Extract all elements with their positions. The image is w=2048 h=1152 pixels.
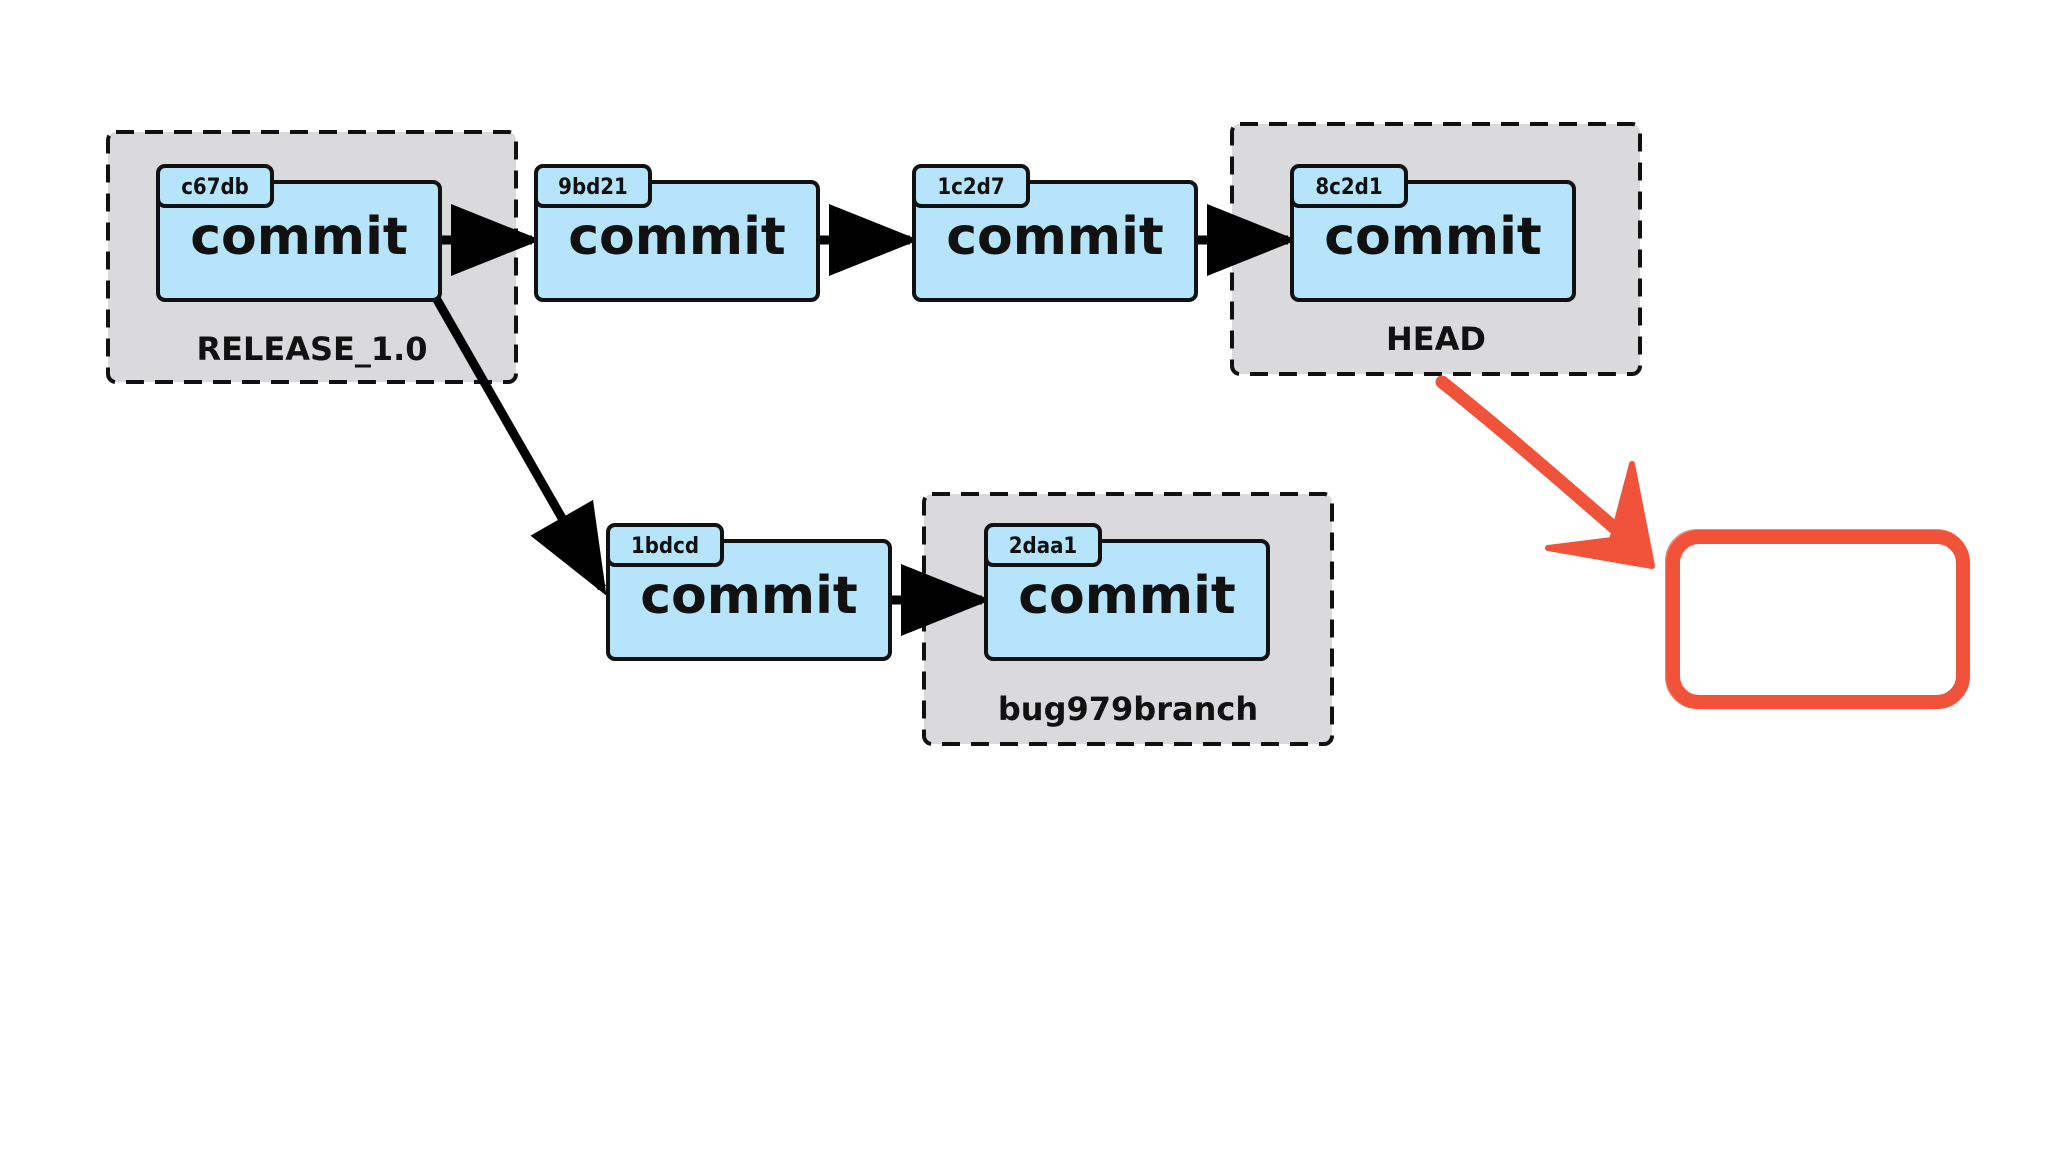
commit-1c2d7-label: commit [946,207,1164,267]
commit-8c2d1-hash: 8c2d1 [1315,175,1382,200]
annotation-sketch [1435,375,1970,709]
commit-1bdcd-label: commit [640,566,858,626]
annotation-empty-box-rough [1665,529,1969,709]
commit-9bd21-tab [534,164,652,208]
edges [432,204,1297,636]
commit-2daa1-hash: 2daa1 [1009,534,1077,559]
commit-9bd21: 9bd21 commit [534,164,820,302]
group-head-label: HEAD [1386,320,1486,358]
group-release-label: RELEASE_1.0 [196,330,427,368]
commit-8c2d1-box [1290,180,1576,302]
commit-9bd21-label: commit [568,207,786,267]
commit-c67db-hash: c67db [181,175,249,200]
edge-c67db-1bdcd [432,295,607,596]
commit-2daa1-tab [984,523,1102,567]
commit-8c2d1-label: commit [1324,207,1542,267]
annotation-arrowhead [1545,461,1655,569]
commit-9bd21-hash: 9bd21 [558,175,628,200]
commit-2daa1-box [984,539,1270,661]
commit-1c2d7-hash: 1c2d7 [937,175,1004,200]
commit-8c2d1: 8c2d1 commit [1290,164,1576,302]
commit-1c2d7-tab [912,164,1030,208]
commit-1bdcd: 1bdcd commit [606,523,892,661]
commit-9bd21-box [534,180,820,302]
commit-c67db-tab [156,164,274,208]
commit-c67db-label: commit [190,207,408,267]
commit-2daa1-label: commit [1018,566,1236,626]
commit-1c2d7-box [912,180,1198,302]
group-bug-label: bug979branch [998,690,1258,728]
commit-1bdcd-hash: 1bdcd [631,534,699,559]
commit-c67db-box [156,180,442,302]
commit-2daa1: 2daa1 commit [984,523,1270,661]
commit-1c2d7: 1c2d7 commit [912,164,1198,302]
commit-8c2d1-tab [1290,164,1408,208]
annotation-arrow-shaft-rough [1447,389,1637,549]
annotation-empty-box [1666,530,1970,709]
commit-1bdcd-tab [606,523,724,567]
commit-c67db: c67db commit [156,164,442,302]
commit-1bdcd-box [606,539,892,661]
